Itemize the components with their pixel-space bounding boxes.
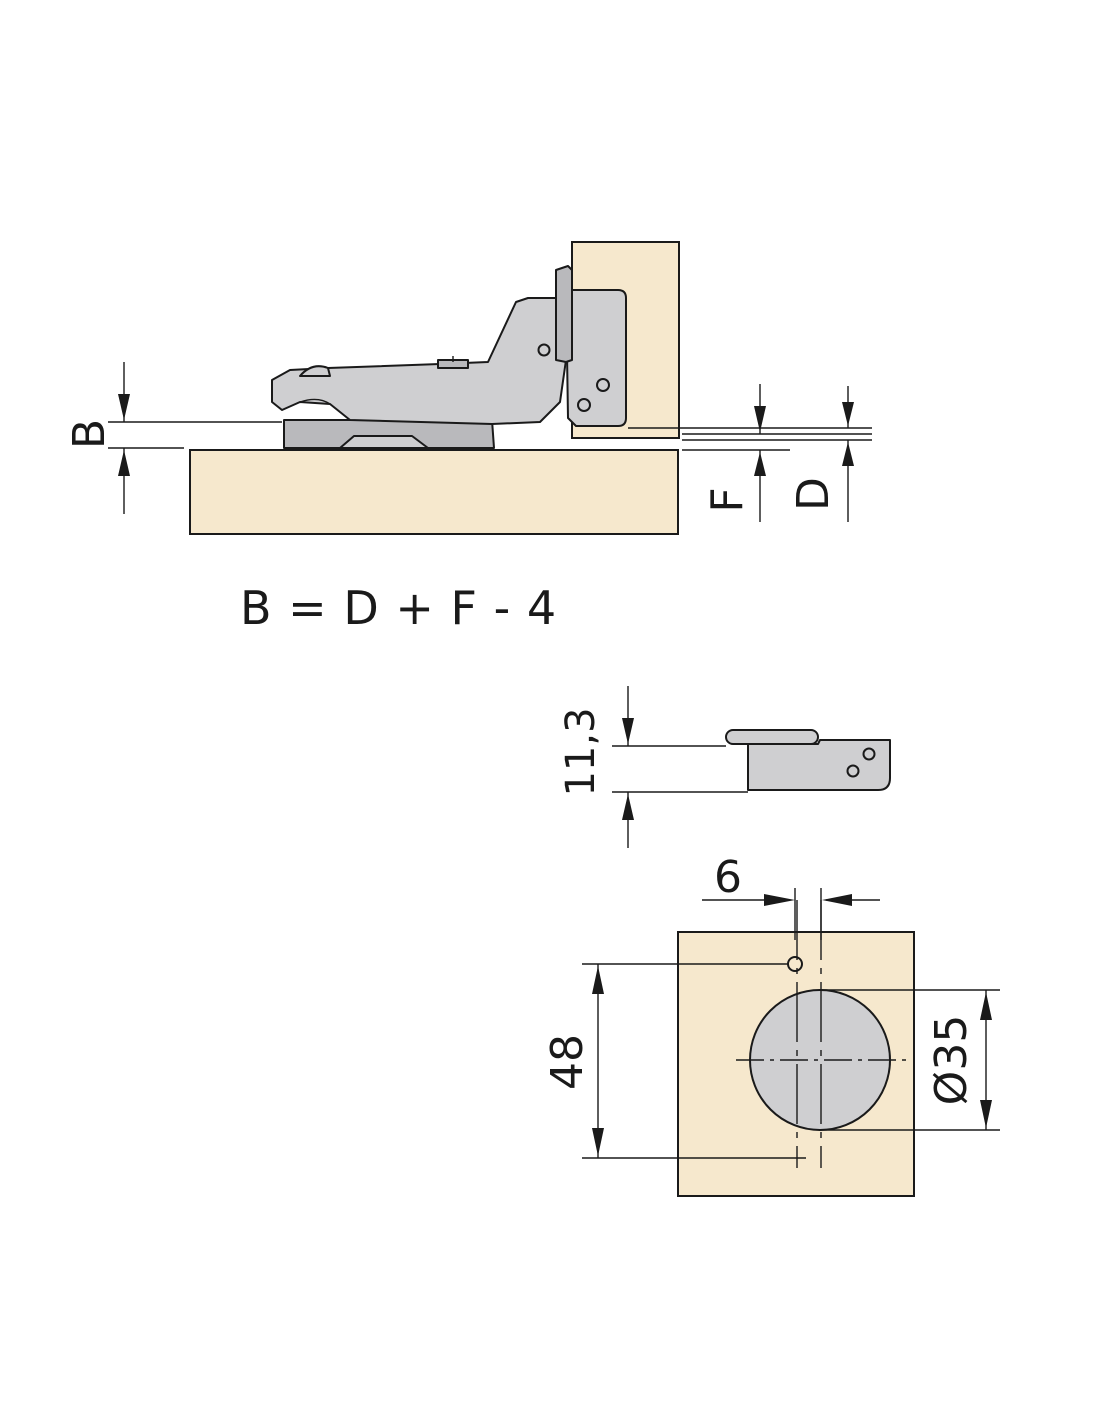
hinge-side-view: B F D <box>64 241 872 535</box>
screw-hole <box>846 764 860 778</box>
screw-hole <box>577 398 591 412</box>
plate-lip <box>725 729 819 745</box>
label-B: B <box>64 419 115 449</box>
mounting-plate-inner <box>339 435 429 449</box>
screw-hole <box>596 378 610 392</box>
cabinet-side-panel <box>189 449 679 535</box>
label-plate-height: 11,3 <box>558 707 604 796</box>
label-boring-spacing: 48 <box>542 1034 593 1090</box>
formula: B = D + F - 4 <box>240 581 557 635</box>
hinge-arm <box>271 297 567 425</box>
hinge-cup <box>565 289 627 427</box>
boring-pattern-view: 6 48 Ø35 <box>542 852 1000 1197</box>
plate-body <box>747 739 891 791</box>
screw-hole <box>862 747 876 761</box>
label-cup-diameter: Ø35 <box>926 1015 977 1106</box>
label-boring-offset: 6 <box>714 852 742 903</box>
label-D: D <box>788 477 839 511</box>
cup-flange <box>555 265 573 363</box>
pilot-hole <box>787 956 803 972</box>
plate-profile-view: 11,3 <box>558 686 891 848</box>
label-F: F <box>702 487 753 512</box>
arm-screw <box>299 365 331 377</box>
screw-hole <box>537 343 551 357</box>
